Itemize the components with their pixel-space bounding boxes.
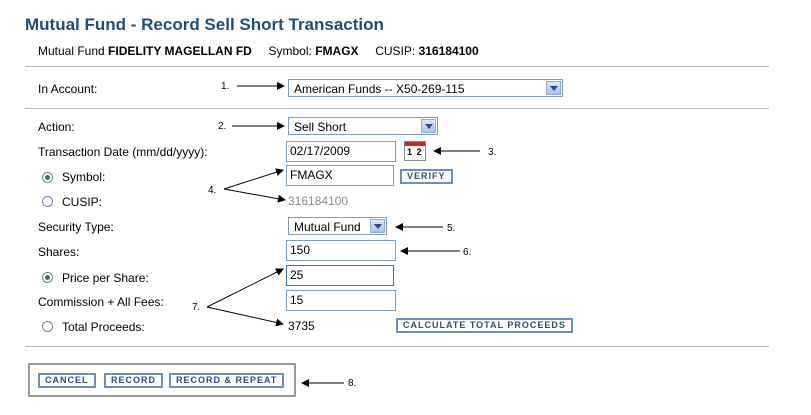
price-label: Price per Share: <box>62 271 149 285</box>
fund-symbol: FMAGX <box>315 44 359 58</box>
cusip-label: CUSIP: <box>62 195 103 209</box>
divider <box>25 66 769 67</box>
fund-cusip-label: CUSIP: <box>375 44 416 58</box>
arrow-7a <box>206 268 284 308</box>
cusip-radio[interactable] <box>42 196 53 207</box>
calendar-header <box>405 142 425 146</box>
symbol-label: Symbol: <box>62 170 106 184</box>
annotation-8: 8. <box>348 378 357 389</box>
security-type-value: Mutual Fund <box>294 220 361 234</box>
annotation-5: 5. <box>447 223 456 234</box>
arrow-7b <box>206 306 284 327</box>
commission-label: Commission + All Fees: <box>38 295 164 309</box>
arrow-4b <box>223 188 286 203</box>
date-label: Transaction Date (mm/dd/yyyy): <box>38 145 208 159</box>
annotation-4: 4. <box>208 185 217 196</box>
symbol-input[interactable]: FMAGX <box>286 165 394 186</box>
annotation-3: 3. <box>488 147 497 158</box>
account-label: In Account: <box>38 82 98 96</box>
fund-label: Mutual Fund <box>38 44 105 58</box>
annotation-7: 7. <box>192 302 201 313</box>
fund-cusip: 316184100 <box>418 44 479 58</box>
total-value: 3735 <box>288 319 315 333</box>
annotation-6: 6. <box>463 247 472 258</box>
divider <box>25 108 769 109</box>
annotation-1: 1. <box>221 81 230 92</box>
fund-name: FIDELITY MAGELLAN FD <box>108 44 252 58</box>
chevron-down-icon <box>421 119 436 133</box>
cancel-button[interactable]: CANCEL <box>38 373 96 388</box>
divider <box>25 346 769 347</box>
account-select[interactable]: American Funds -- X50-269-115 <box>288 79 563 97</box>
action-button-group <box>28 363 296 397</box>
price-radio[interactable] <box>42 272 53 283</box>
commission-input[interactable]: 15 <box>286 290 396 311</box>
calendar-icon-text: 1 2 <box>407 147 423 157</box>
account-value: American Funds -- X50-269-115 <box>294 82 465 96</box>
action-value: Sell Short <box>294 120 347 134</box>
page-title: Mutual Fund - Record Sell Short Transact… <box>25 15 384 34</box>
shares-input[interactable]: 150 <box>286 240 396 261</box>
arrow-4a <box>223 168 284 190</box>
shares-label: Shares: <box>38 245 80 259</box>
date-input[interactable]: 02/17/2009 <box>286 141 396 162</box>
symbol-radio[interactable] <box>42 172 53 183</box>
security-type-select[interactable]: Mutual Fund <box>288 217 387 235</box>
action-select[interactable]: Sell Short <box>288 117 438 135</box>
action-label: Action: <box>38 120 75 134</box>
total-radio[interactable] <box>42 321 53 332</box>
price-input[interactable]: 25 <box>286 265 394 286</box>
fund-symbol-label: Symbol: <box>268 44 312 58</box>
record-repeat-button[interactable]: RECORD & REPEAT <box>169 373 285 388</box>
annotation-2: 2. <box>218 121 227 132</box>
total-label: Total Proceeds: <box>62 320 145 334</box>
chevron-down-icon <box>370 219 385 233</box>
record-button[interactable]: RECORD <box>104 373 164 388</box>
calculate-total-button[interactable]: CALCULATE TOTAL PROCEEDS <box>396 318 573 333</box>
cusip-value: 316184100 <box>288 194 349 208</box>
security-type-label: Security Type: <box>38 220 114 234</box>
fund-info: Mutual Fund FIDELITY MAGELLAN FD Symbol:… <box>38 44 479 58</box>
chevron-down-icon <box>546 81 561 95</box>
verify-button[interactable]: VERIFY <box>400 169 453 184</box>
calendar-icon[interactable]: 1 2 <box>404 141 426 161</box>
